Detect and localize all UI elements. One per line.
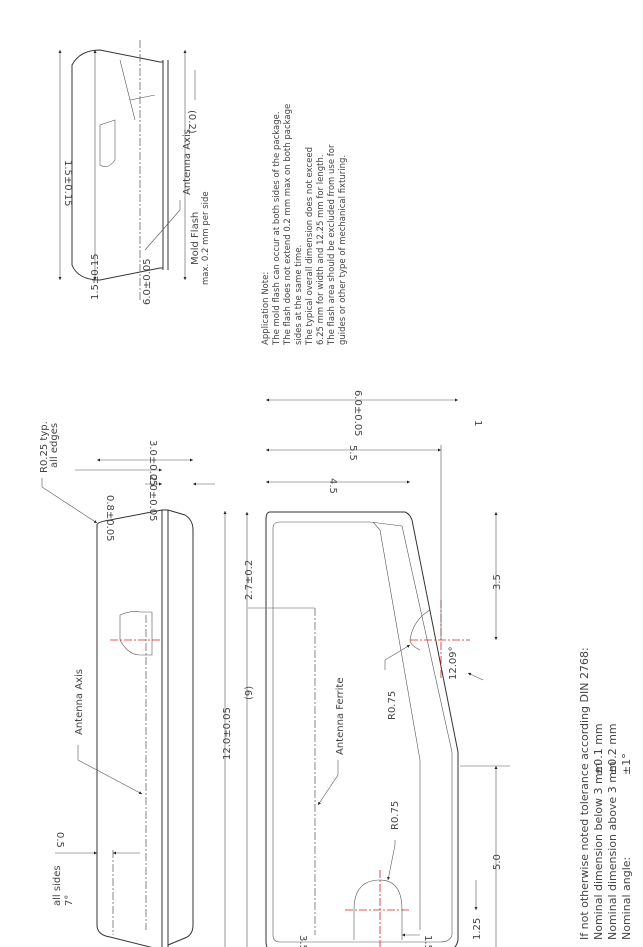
draft-note: all sides	[52, 865, 63, 906]
top-dim-3-55: 3.55	[297, 935, 308, 947]
side-antenna-axis: Antenna Axis	[74, 669, 85, 735]
radius-a: R0.75	[387, 691, 398, 720]
antenna-axis-leader	[144, 200, 181, 251]
side-view-cavity	[119, 611, 153, 656]
end-view-feature	[119, 59, 156, 121]
end-view-height-b: 1.5±0.15	[90, 253, 101, 300]
radius-leader	[387, 840, 396, 881]
note-line: The mold flash can occur at both sides o…	[272, 111, 282, 346]
top-view: (9) 2.7±0.2 Antenna Ferrite R0.75 R0.75 …	[244, 390, 510, 947]
top-dim-5-5: 5.5	[347, 445, 358, 461]
top-dim-3-5: 3.5	[492, 574, 503, 590]
top-view-recess	[372, 521, 421, 930]
tolerance-line-3-value: ±0.2 mm	[606, 723, 619, 775]
end-view-outline	[71, 49, 164, 281]
end-view: (0.2) Mold Flash max. 0.2 mm per side An…	[58, 40, 211, 305]
tolerance-line-3-label: Nominal dimension above 3 mm	[606, 761, 619, 940]
side-view-plate	[162, 509, 169, 947]
tolerance-line-1: If not otherwise noted tolerance accordi…	[578, 647, 591, 940]
note-line: The flash does not extend 0.2 mm max on …	[283, 104, 293, 346]
tolerance-note: If not otherwise noted tolerance accordi…	[578, 647, 633, 940]
side-view: 3.0±0.05 2.0±0.05 0.8±0.05 R0.25 typ. al…	[39, 421, 233, 947]
mold-flash-note: max. 0.2 mm per side	[201, 191, 211, 285]
note-line: The flash area should be excluded from u…	[327, 144, 337, 346]
side-radius: R0.25 typ.	[39, 421, 50, 473]
note-line: The typical overall dimension does not e…	[305, 147, 315, 346]
radius-leader	[384, 644, 411, 670]
marker: 1	[472, 420, 483, 426]
antenna-axis-label: Antenna Axis	[182, 129, 193, 195]
top-dim-4-5: 4.5	[327, 478, 338, 494]
radius-leader	[41, 478, 98, 524]
tolerance-line-2-value: ±0.1 mm	[592, 723, 605, 775]
side-dim-length: 12.0±0.05	[222, 707, 233, 760]
top-view-inner-outline	[272, 521, 453, 943]
ferrite-leader	[317, 760, 339, 806]
note-title: Application Note:	[261, 272, 271, 345]
tolerance-line-4-label: Nominal angle:	[620, 857, 633, 940]
side-view-outline	[96, 509, 163, 947]
radius-b: R0.75	[390, 801, 401, 830]
side-dim-plate: 0.8±0.05	[104, 495, 115, 542]
angle-arrow	[467, 672, 484, 681]
top-dim-1-25: 1.25	[472, 918, 483, 940]
top-dim-width: 6.0±0.05	[352, 390, 363, 437]
angle-label: 12.09°	[448, 646, 459, 680]
dim-flash: (0.2)	[186, 110, 197, 134]
top-view-arc	[409, 609, 431, 651]
mold-flash-label: Mold Flash	[190, 212, 201, 265]
side-dim-mid: 2.0±0.05	[147, 475, 158, 522]
tolerance-line-4-value: ±1°	[620, 753, 633, 775]
note-line: 6.25 mm for width and 12.25 mm for lengt…	[316, 154, 326, 345]
antenna-ferrite-label: Antenna Ferrite	[335, 678, 346, 756]
draft-angle: 7°	[64, 895, 75, 906]
note-line: guides or other type of mechanical fixtu…	[338, 155, 348, 345]
side-view-cap	[167, 509, 194, 946]
application-note: Application Note: The mold flash can occ…	[261, 104, 348, 346]
side-dim-total: 3.0±0.05	[147, 440, 158, 487]
top-view-outline	[265, 511, 459, 947]
top-dim-5-0: 5.0	[492, 854, 503, 870]
top-dim-ref: (9)	[244, 686, 255, 700]
end-view-height-a: 1.5±0.15	[62, 160, 73, 207]
top-dim-1-5: 1.5	[422, 935, 433, 947]
side-radius-note: all edges	[49, 423, 60, 468]
tolerance-line-2-label: Nominal dimension below 3 mm	[592, 763, 605, 940]
note-line: sides at the same time.	[294, 245, 304, 345]
top-dim-2-7: 2.7±0.2	[244, 560, 255, 600]
end-view-width: 6.0±0.05	[142, 258, 153, 305]
end-view-cavity	[99, 119, 116, 167]
antenna-axis-leader	[77, 745, 143, 795]
side-dim-offset: 0.5	[54, 832, 65, 848]
